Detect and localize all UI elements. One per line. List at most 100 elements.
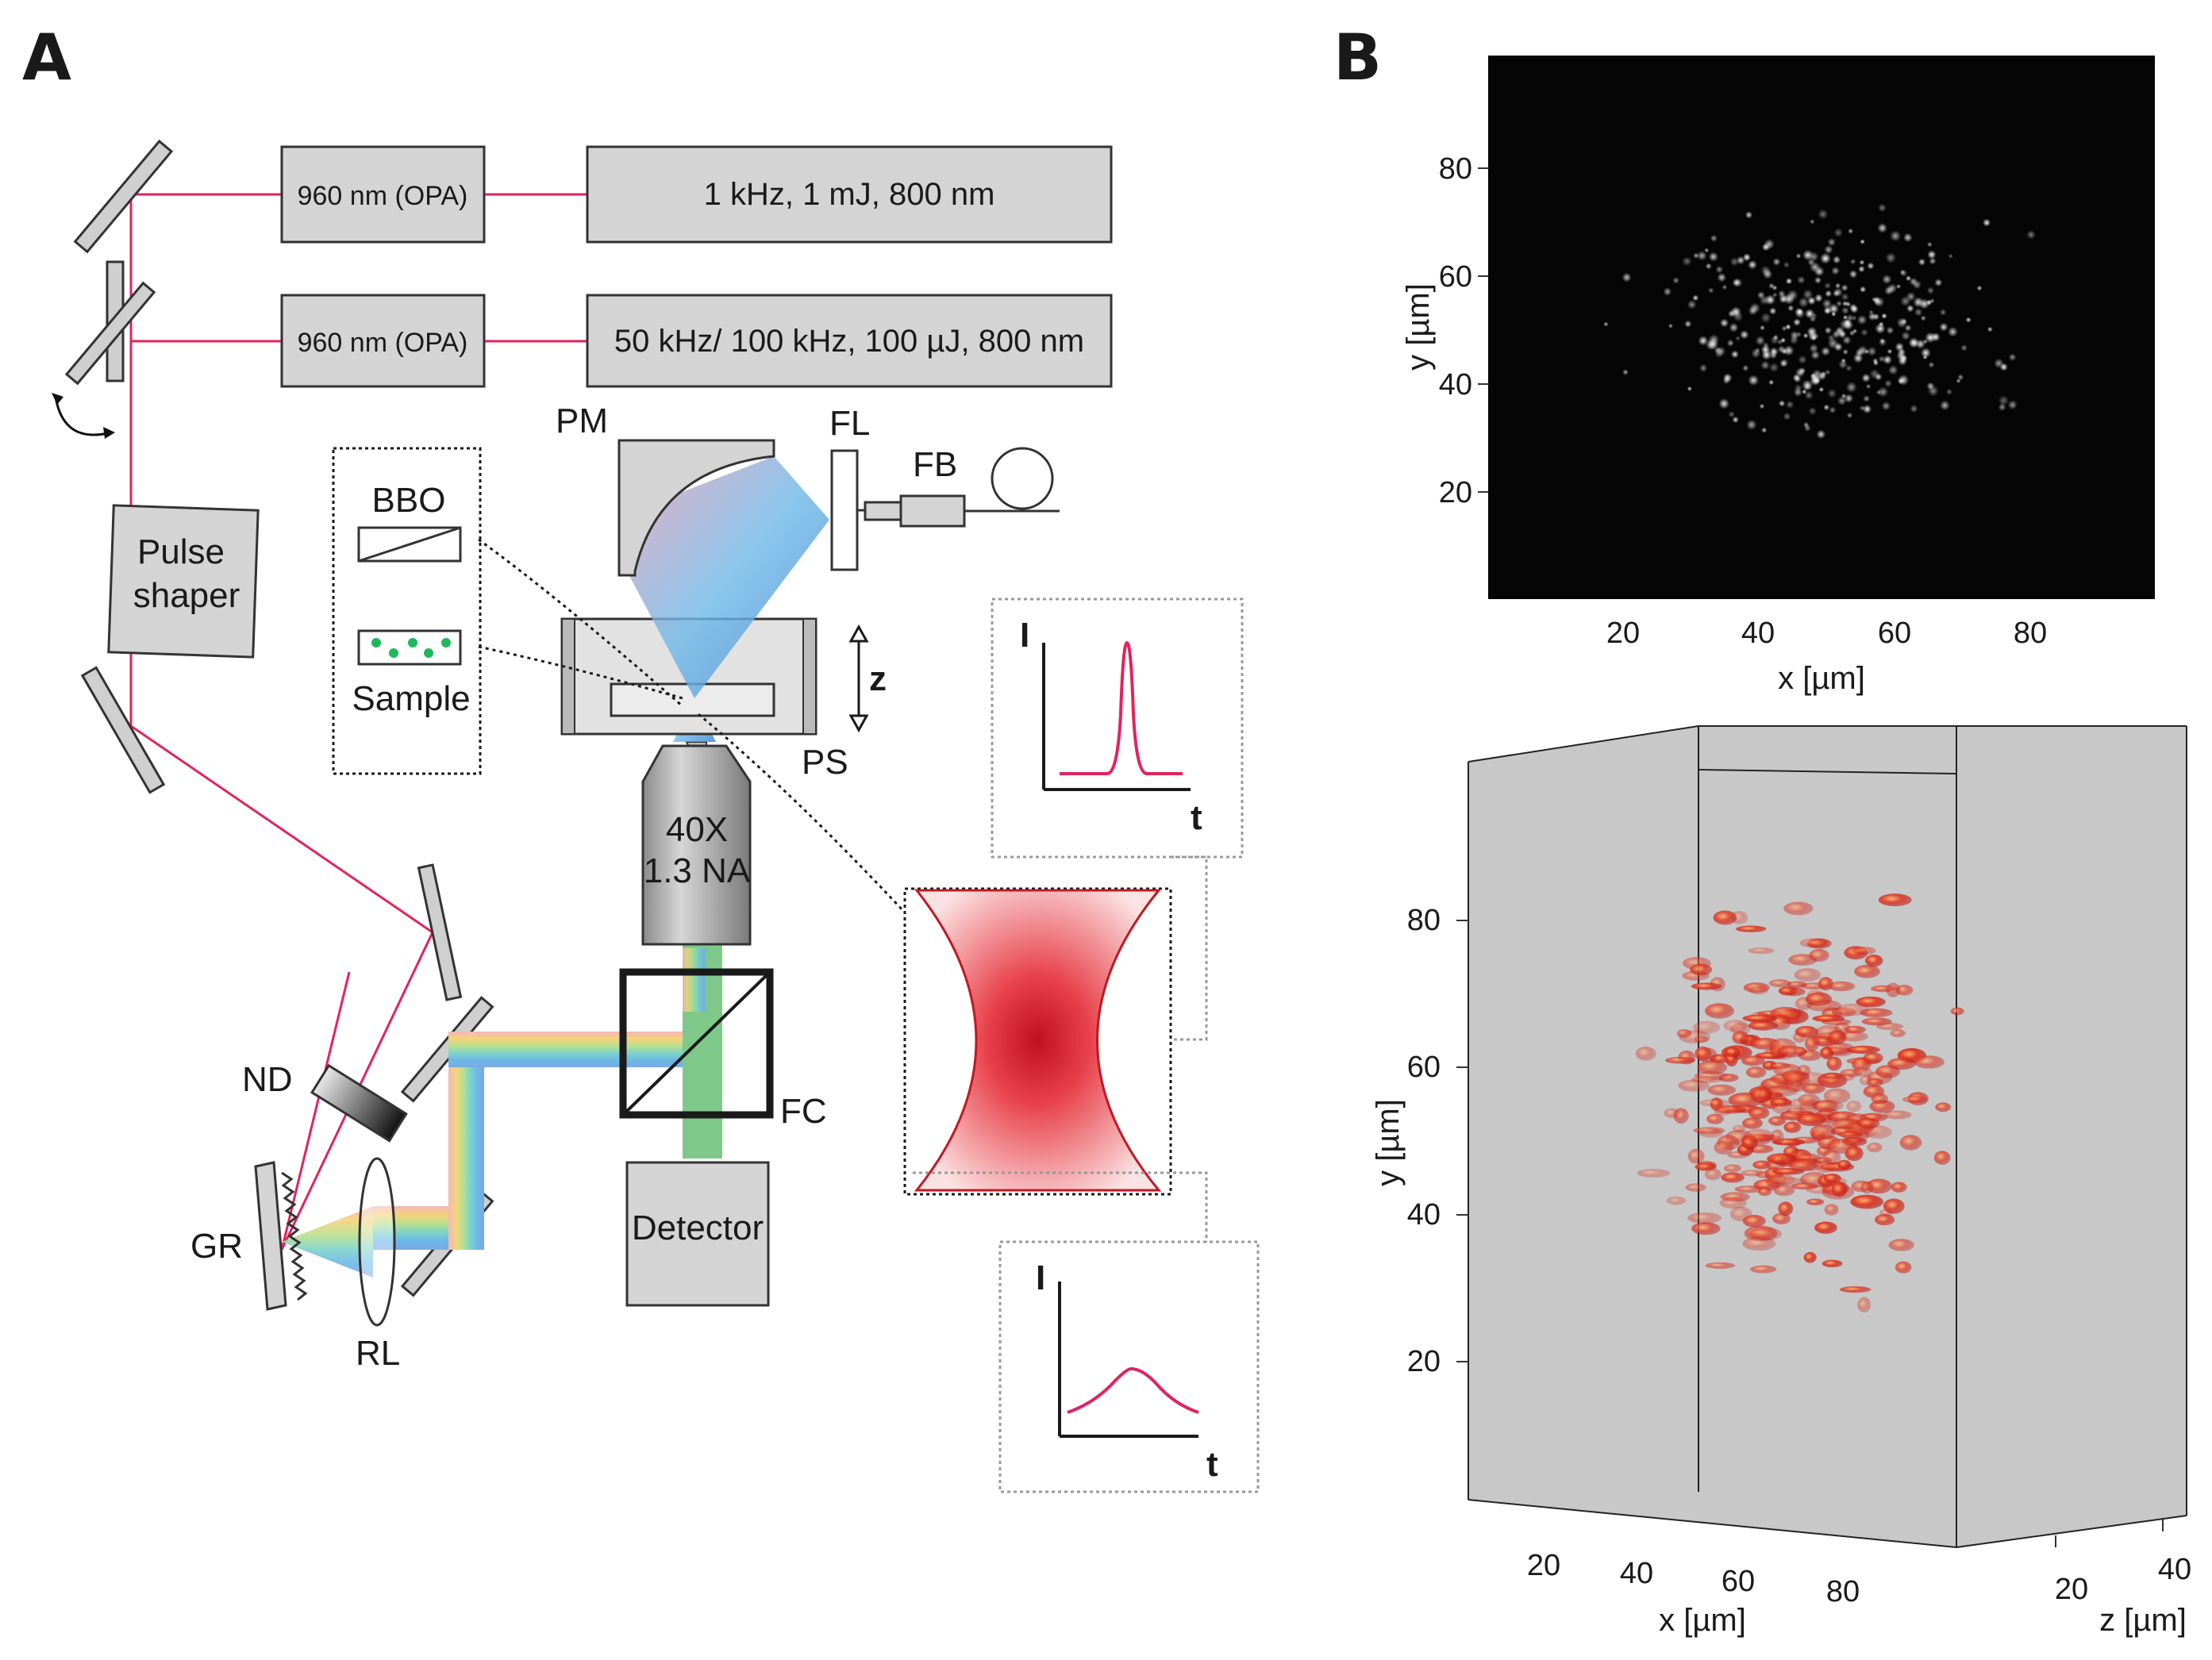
fluorescent-spot: [1728, 410, 1735, 418]
fluorescent-spot-3d: [1836, 1003, 1870, 1016]
fluorescent-spot-3d: [1713, 910, 1737, 925]
fluorescent-spot-3d: [1950, 1007, 1964, 1016]
fluorescent-spot: [1825, 308, 1830, 314]
fluorescent-spot: [1829, 406, 1837, 414]
fluorescent-spot-3d: [1768, 979, 1791, 988]
fluorescent-spot-3d: [1846, 1045, 1880, 1055]
short-pulse-inset: I t: [991, 598, 1244, 1041]
fluorescent-spot: [1824, 245, 1833, 255]
fluorescent-spot: [1814, 276, 1822, 284]
fluorescent-spot: [1875, 390, 1882, 395]
fluorescent-spot-3d: [1705, 1003, 1734, 1019]
fluorescent-spot: [1831, 266, 1841, 275]
fluorescent-spot-3d: [1791, 1182, 1818, 1190]
fluorescent-spot-3d: [1871, 1093, 1889, 1105]
fluorescent-spot: [1790, 336, 1798, 344]
fluorescent-spot: [1837, 396, 1847, 406]
fluorescent-spot: [1999, 363, 2008, 371]
fluorescent-spot: [1987, 326, 1993, 332]
fluorescent-spot-3d: [1809, 949, 1829, 962]
filter-cube-label: FC: [780, 1092, 827, 1131]
fluorescent-spot: [1823, 404, 1830, 411]
image-2d-ytick: 80: [1439, 152, 1472, 186]
fluorescent-spot-3d: [1863, 1052, 1883, 1064]
fluorescent-spot-3d: [1783, 1121, 1802, 1133]
fluorescent-spot: [1831, 311, 1837, 317]
volume-zticks: 20 40: [2055, 1520, 2191, 1606]
fluorescent-spot: [1859, 405, 1866, 411]
fluorescent-spot: [1754, 347, 1760, 354]
fluorescent-spot: [1787, 305, 1795, 312]
fluorescent-spot: [1976, 285, 1983, 291]
focus-inset: [903, 887, 1172, 1196]
fluorescent-spot-3d: [1860, 1181, 1874, 1194]
fluorescent-spot: [1881, 313, 1887, 319]
image-2d-ytick: 40: [1439, 368, 1472, 402]
fluorescent-spot: [1783, 412, 1791, 421]
volume-ytick: 80: [1407, 904, 1441, 937]
fluorescent-spot-3d: [1820, 1047, 1834, 1059]
fluorescent-spot: [1809, 218, 1815, 225]
fluorescent-spot: [1836, 300, 1843, 307]
fluorescent-spot: [1818, 386, 1825, 393]
fluorescent-spot-3d: [1707, 1084, 1737, 1096]
fluorescent-spot: [1960, 344, 1968, 352]
fluorescent-spot: [1603, 321, 1609, 327]
fluorescent-spot-3d: [1698, 1099, 1732, 1107]
volume-xlabel: x [µm]: [1659, 1603, 1746, 1638]
grating-label: GR: [190, 1227, 243, 1266]
fluorescent-spot: [1948, 253, 1953, 259]
fluorescent-spot: [1745, 211, 1753, 219]
fluorescent-spot: [1865, 383, 1872, 390]
fluorescent-spot: [1717, 272, 1727, 282]
fluorescent-spot-3d: [1837, 1159, 1852, 1170]
opa-box-1-label: 960 nm (OPA): [298, 181, 468, 211]
fluorescent-spot: [1794, 384, 1802, 392]
fluorescent-spot: [1998, 395, 2010, 406]
fluorescent-spot-3d: [1758, 1088, 1772, 1101]
fluorescent-spot-3d: [1878, 893, 1912, 907]
fluorescent-spot: [1927, 250, 1937, 259]
laser-box-2: [586, 294, 1113, 388]
fluorescent-spot: [1883, 355, 1893, 365]
fluorescent-spot-3d: [1902, 1096, 1928, 1103]
fluorescent-spot-3d: [1867, 1142, 1883, 1153]
fluorescent-spot: [1845, 301, 1850, 306]
objective: 40X 1.3 NA: [641, 741, 752, 946]
fluorescent-spot-3d: [1732, 1031, 1749, 1045]
fluorescent-spot: [1621, 272, 1632, 282]
fluorescent-spot: [1842, 348, 1848, 355]
fluorescent-spot: [1848, 270, 1858, 279]
fluorescent-spot-3d: [1706, 1113, 1724, 1124]
fluorescent-spot: [1710, 234, 1718, 242]
fluorescent-spot: [1760, 312, 1772, 324]
filter-cube: FC: [619, 968, 827, 1131]
fluorescent-spot-3d: [1714, 1106, 1732, 1116]
fluorescent-spot: [1918, 258, 1926, 266]
fluorescent-spot: [1761, 349, 1772, 360]
volume-ztick: 40: [2158, 1553, 2191, 1586]
parabolic-mirror-label: PM: [556, 402, 608, 440]
volume-3d: 80 60 40 20 y [µm] 20 40 60 80 x [µm] 20…: [1371, 725, 2191, 1638]
fluorescent-spot: [1926, 241, 1933, 248]
fluorescent-spot-3d: [1693, 1020, 1721, 1034]
fluorescent-spot: [1760, 325, 1765, 331]
opa-box-2-label: 960 nm (OPA): [298, 328, 468, 358]
fluorescent-spot-3d: [1815, 1160, 1837, 1174]
flip-arrow-head-2: [103, 427, 115, 439]
fluorescent-spot: [1895, 283, 1902, 290]
fluorescent-spot: [1684, 320, 1692, 328]
fluorescent-spot-3d: [1802, 1083, 1825, 1094]
fluorescent-spot: [1740, 330, 1749, 340]
fluorescent-spots: [1603, 203, 2036, 440]
fluorescent-spot: [1922, 339, 1928, 344]
fluorescent-spot: [1722, 377, 1730, 385]
fluorescent-spot: [1755, 336, 1765, 346]
fluorescent-spot-3d: [1637, 1169, 1671, 1178]
mirror-top: [73, 139, 174, 254]
fluorescent-spot-3d: [1666, 1196, 1687, 1205]
fluorescent-spot-3d: [1783, 1072, 1810, 1087]
fluorescent-spot: [1859, 259, 1865, 266]
pulse-shaper: Pulse shaper: [107, 504, 260, 659]
fluorescent-spot-3d: [1864, 955, 1883, 967]
